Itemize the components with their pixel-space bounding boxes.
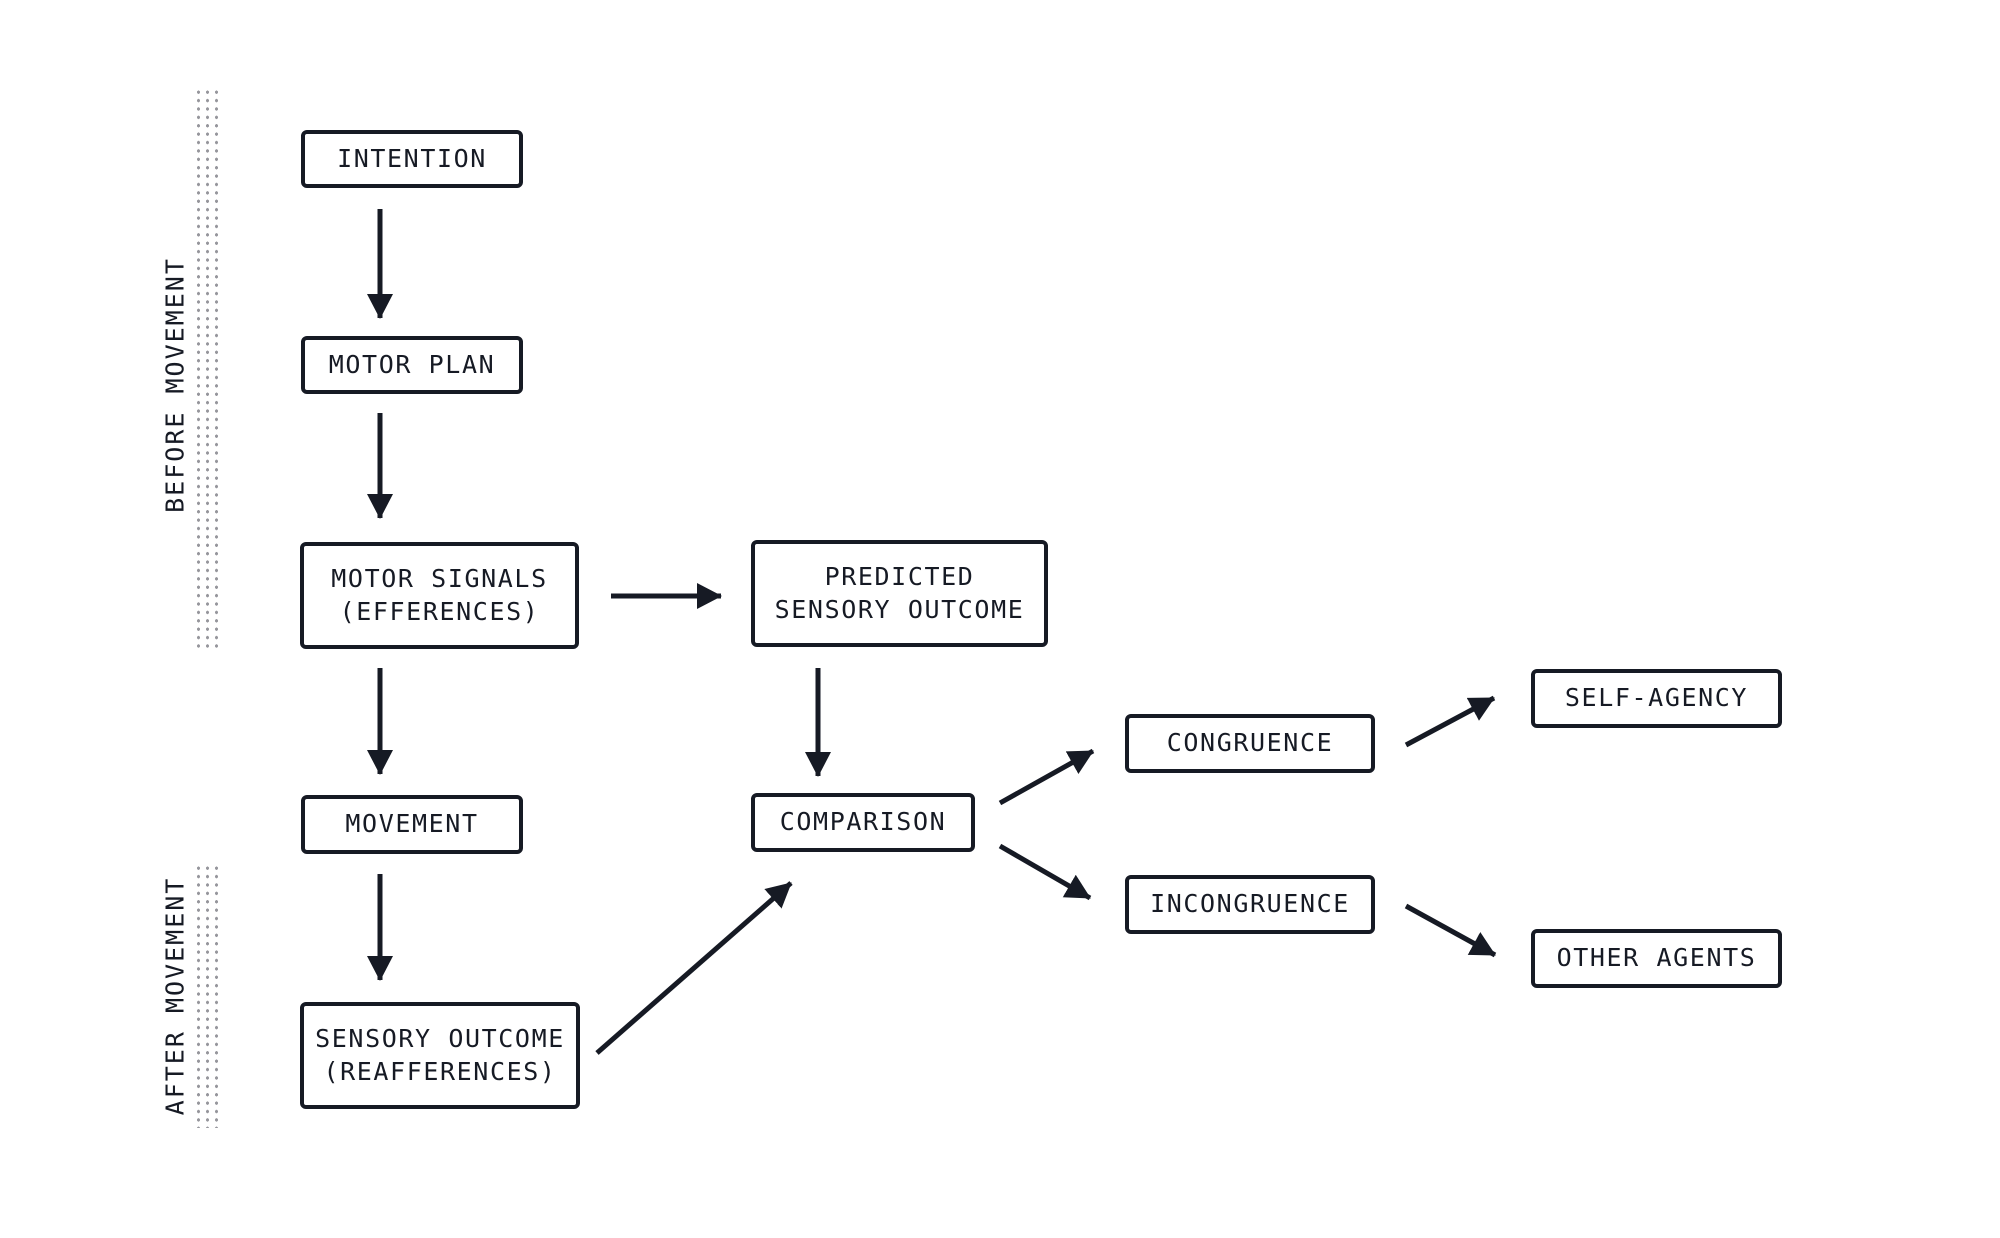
node-motor-signals-line1: MOTOR SIGNALS <box>331 564 548 593</box>
node-predicted-sensory-outcome: PREDICTED SENSORY OUTCOME <box>751 540 1048 647</box>
node-motor-plan: MOTOR PLAN <box>301 336 523 394</box>
arrow-congruence-to-self-agency <box>1404 695 1496 748</box>
node-motor-signals-line2: (EFFERENCES) <box>339 596 540 626</box>
node-intention: INTENTION <box>301 130 523 188</box>
node-other-agents: OTHER AGENTS <box>1531 929 1782 988</box>
node-predicted-sensory-outcome-line1: PREDICTED <box>824 562 975 591</box>
node-incongruence-label: INCONGRUENCE <box>1150 889 1350 919</box>
node-comparison-label: COMPARISON <box>779 807 947 837</box>
node-intention-label: INTENTION <box>337 143 487 173</box>
node-sensory-outcome-line1: SENSORY OUTCOME <box>315 1024 565 1053</box>
node-congruence-label: CONGRUENCE <box>1166 728 1334 758</box>
node-self-agency: SELF-AGENCY <box>1531 669 1782 728</box>
node-movement-label: MOVEMENT <box>345 809 479 839</box>
dot-strip-after-movement <box>194 864 222 1128</box>
node-comparison: COMPARISON <box>751 793 975 852</box>
node-sensory-outcome-line2: (REAFFERENCES) <box>323 1056 557 1086</box>
arrow-sensory-outcome-to-comparison <box>595 881 793 1055</box>
arrow-incongruence-to-other-agents <box>1404 903 1497 958</box>
node-motor-plan-label: MOTOR PLAN <box>328 349 496 379</box>
node-other-agents-label: OTHER AGENTS <box>1556 943 1757 973</box>
node-sensory-outcome: SENSORY OUTCOME (REAFFERENCES) <box>300 1002 580 1109</box>
phase-label-before-movement: BEFORE MOVEMENT <box>160 257 190 513</box>
arrow-comparison-to-incongruence <box>998 843 1092 901</box>
node-predicted-sensory-outcome-line2: SENSORY OUTCOME <box>774 594 1025 624</box>
node-motor-signals: MOTOR SIGNALS (EFFERENCES) <box>300 542 579 649</box>
node-incongruence: INCONGRUENCE <box>1125 875 1375 934</box>
node-movement: MOVEMENT <box>301 795 523 854</box>
node-congruence: CONGRUENCE <box>1125 714 1375 773</box>
node-self-agency-label: SELF-AGENCY <box>1564 683 1749 713</box>
phase-label-after-movement: AFTER MOVEMENT <box>160 876 190 1116</box>
arrow-comparison-to-congruence <box>998 748 1095 806</box>
dot-strip-before-movement <box>194 88 222 648</box>
